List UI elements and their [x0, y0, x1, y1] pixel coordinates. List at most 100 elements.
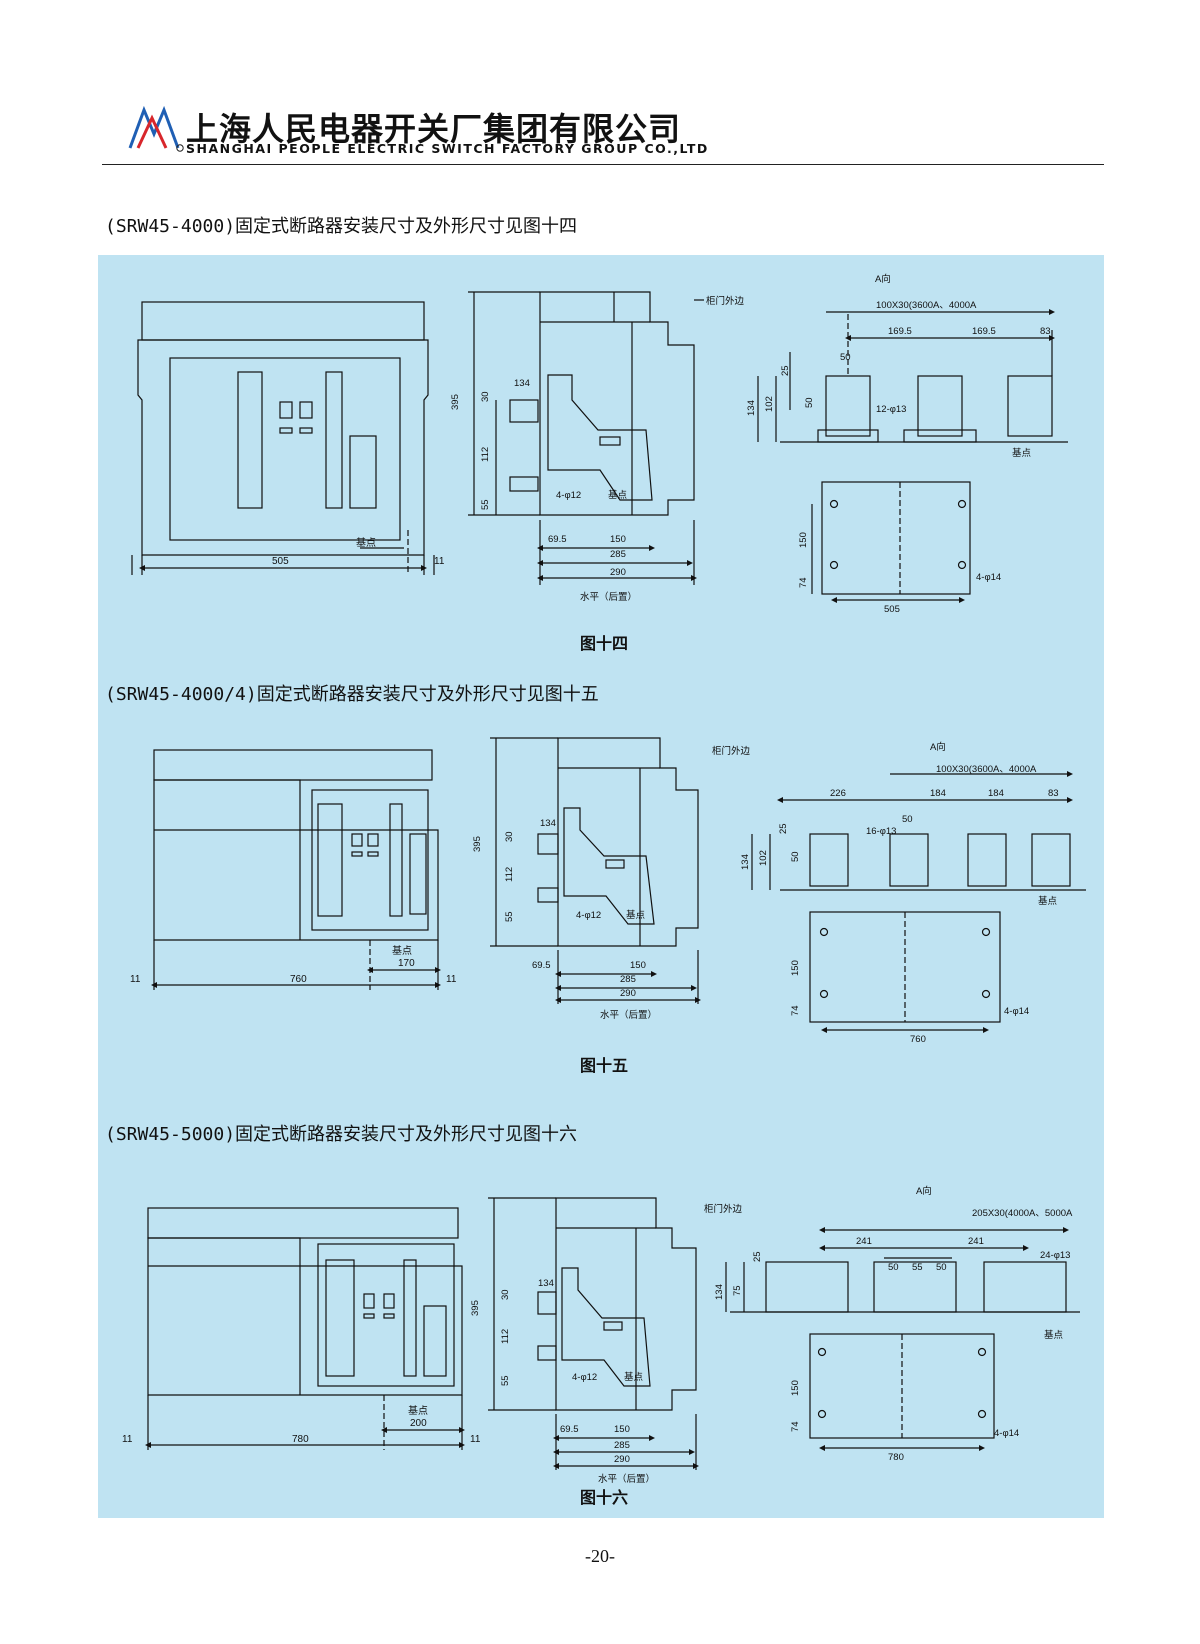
dim-width: 780	[292, 1434, 309, 1445]
dim-d2: 241	[968, 1236, 984, 1247]
holes-label: 4-φ12	[572, 1372, 597, 1383]
section-title: (SRW45-5000)固定式断路器安装尺寸及外形尺寸见图十六	[105, 1124, 578, 1145]
dim-150: 150	[790, 1380, 801, 1396]
datum-label: 基点	[1038, 895, 1058, 907]
dim-102: 102	[764, 396, 775, 412]
dim-d2: 184	[988, 788, 1004, 799]
holes-label: 12-φ13	[876, 404, 906, 415]
dim-side: 11	[470, 1434, 481, 1445]
dim-30: 30	[480, 391, 491, 402]
dim-25: 25	[752, 1251, 763, 1262]
dim-285: 285	[620, 974, 636, 985]
datum-dim: 200	[410, 1418, 427, 1429]
busbar-spec: 205X30(4000A、5000A	[972, 1208, 1073, 1219]
dim-side: 11	[434, 556, 445, 567]
horizontal-label: 水平（后置）	[600, 1009, 657, 1021]
dim-width: 760	[290, 974, 307, 985]
holes-label: 4-φ14	[1004, 1006, 1029, 1017]
dim-74: 74	[790, 1005, 801, 1016]
holes-label: 4-φ12	[556, 490, 581, 501]
datum-label: 基点	[1044, 1329, 1064, 1341]
dim-side: 11	[122, 1434, 133, 1445]
dim-d1: 169.5	[888, 326, 912, 337]
dim-75: 75	[732, 1285, 743, 1296]
datum-label: 基点	[608, 489, 628, 501]
holes-label: 4-φ14	[976, 572, 1001, 583]
dim-25: 25	[780, 365, 791, 376]
dim-134: 134	[746, 400, 757, 416]
busbar-spec: 100X30(3600A、4000A	[876, 300, 977, 311]
datum-label: 基点	[1012, 447, 1032, 459]
base-plan-3	[809, 1333, 995, 1451]
holes-label: 4-φ14	[994, 1428, 1019, 1439]
dim-112: 112	[504, 867, 515, 882]
dim-134: 134	[714, 1284, 725, 1300]
dim-74: 74	[798, 577, 809, 588]
holes-label: 24-φ13	[1040, 1250, 1070, 1261]
dim-30: 30	[504, 831, 515, 842]
dim-395: 395	[450, 394, 461, 410]
dim-102: 102	[758, 850, 769, 866]
dim-d1: 184	[930, 788, 946, 799]
view-label: A向	[930, 741, 946, 753]
dim-285: 285	[614, 1440, 630, 1451]
dim-150: 150	[614, 1424, 630, 1435]
figure-caption: 图十六	[580, 1488, 629, 1507]
dim-150: 150	[798, 532, 809, 548]
dim-spacing: 50	[840, 352, 851, 363]
side-view-2	[490, 737, 701, 1004]
dim-134: 134	[740, 854, 751, 870]
view-label: A向	[875, 273, 891, 285]
side-view-3	[488, 1197, 699, 1470]
front-view-2	[151, 749, 441, 990]
dim-150: 150	[630, 960, 646, 971]
dim-290: 290	[614, 1454, 630, 1465]
dim-55: 55	[480, 499, 491, 510]
dim-width: 760	[910, 1034, 926, 1045]
dim-74: 74	[790, 1421, 801, 1432]
dim-s2: 55	[912, 1262, 923, 1273]
company-name-en: SHANGHAI PEOPLE ELECTRIC SWITCH FACTORY …	[186, 141, 709, 156]
dim-112: 112	[500, 1329, 511, 1344]
view-label: A向	[916, 1185, 932, 1197]
dim-25: 25	[778, 823, 789, 834]
header-rule	[102, 164, 1104, 165]
company-logo-icon	[128, 105, 184, 152]
section-title: (SRW45-4000/4)固定式断路器安装尺寸及外形尺寸见图十五	[105, 684, 599, 705]
dim-30: 30	[500, 1289, 511, 1300]
door-edge-label: 柜门外边	[712, 745, 751, 757]
dim-width: 780	[888, 1452, 904, 1463]
dim-s3: 50	[936, 1262, 947, 1273]
datum-label: 基点	[408, 1404, 428, 1417]
holes-label: 4-φ12	[576, 910, 601, 921]
dim-69-5: 69.5	[532, 960, 551, 971]
dim-290: 290	[610, 567, 626, 578]
dim-395: 395	[470, 1300, 481, 1316]
dim-112: 112	[480, 447, 491, 462]
base-plan-2	[809, 911, 1001, 1033]
base-plan-1	[811, 481, 971, 603]
busbar-view-1	[757, 309, 1068, 443]
dim-55: 55	[504, 911, 515, 922]
dim-first: 226	[830, 788, 846, 799]
dim-d2: 169.5	[972, 326, 996, 337]
horizontal-label: 水平（后置）	[598, 1473, 655, 1485]
datum-dim: 170	[398, 958, 415, 969]
dim-69-5: 69.5	[560, 1424, 579, 1435]
page-header: 上海人民电器开关厂集团有限公司 SHANGHAI PEOPLE ELECTRIC…	[102, 96, 1104, 166]
figure-caption: 图十四	[580, 634, 629, 653]
dim-d3: 83	[1040, 326, 1051, 337]
busbar-spec: 100X30(3600A、4000A	[936, 764, 1037, 775]
front-view-3	[145, 1207, 465, 1450]
dim-285: 285	[610, 549, 626, 560]
dim-50: 50	[790, 851, 801, 862]
dim-290: 290	[620, 988, 636, 999]
dim-134: 134	[514, 378, 530, 389]
dim-s1: 50	[888, 1262, 899, 1273]
dim-50: 50	[804, 397, 815, 408]
side-view-1	[468, 291, 704, 585]
dim-d3: 83	[1048, 788, 1059, 799]
dim-134: 134	[540, 818, 556, 829]
busbar-view-2	[751, 771, 1086, 891]
datum-label: 基点	[392, 944, 412, 957]
